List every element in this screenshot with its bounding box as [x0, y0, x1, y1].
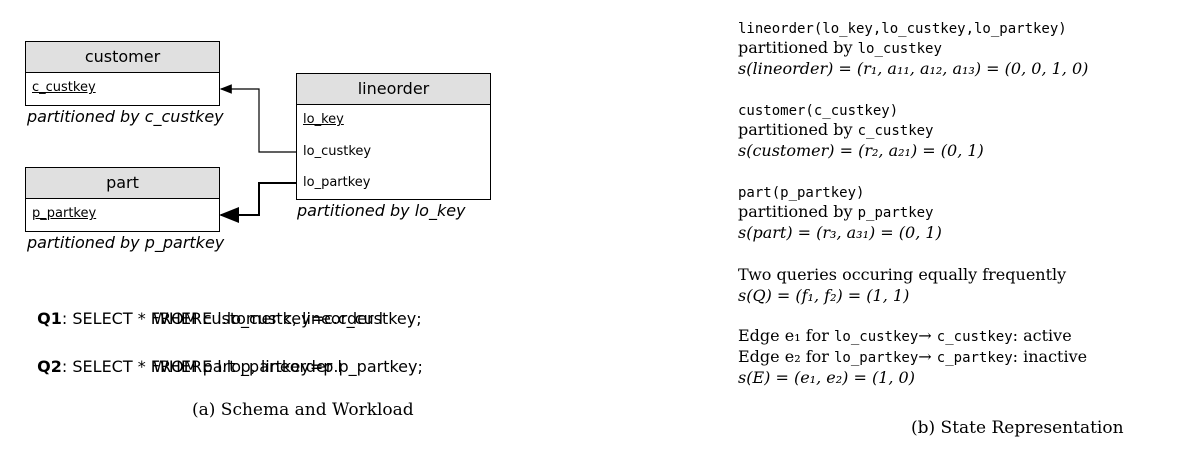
lineorder-table-title: lineorder: [297, 74, 490, 105]
edge-lo-partkey-to-p-partkey: [219, 182, 296, 223]
state-edge-e2: Edge e₂ for lo_partkey→ c_partkey: inact…: [738, 347, 1088, 366]
state-part-decl: part(p_partkey): [738, 185, 865, 201]
state-customer-decl: customer(c_custkey): [738, 103, 899, 119]
state-queries-vector: s(Q) = (f₁, f₂) = (1, 1): [738, 286, 910, 305]
state-queries-text: Two queries occuring equally frequently: [738, 265, 1067, 284]
lineorder-field-lo-key: lo_key: [303, 112, 344, 127]
state-part-partition: partitioned by p_partkey: [738, 202, 934, 221]
state-edges-vector: s(E) = (e₁, e₂) = (1, 0): [738, 368, 915, 387]
query-q1-where: WHERE l.lo_custkey=c.c_custkey;: [153, 309, 422, 328]
query-q2-line1: : SELECT * FROM part p, lineorder l: [61, 357, 342, 376]
part-table-title: part: [26, 168, 219, 199]
query-q2-where: WHERE l.lo_partkey=p.p_partkey;: [153, 357, 423, 376]
part-field-p-partkey: p_partkey: [32, 206, 97, 221]
state-lineorder-vector: s(lineorder) = (r₁, a₁₁, a₁₂, a₁₃) = (0,…: [738, 59, 1089, 78]
customer-table-title: customer: [26, 42, 219, 73]
caption-a: (a) Schema and Workload: [192, 400, 414, 420]
part-table: part p_partkey: [25, 167, 220, 232]
state-part-vector: s(part) = (r₃, a₃₁) = (0, 1): [738, 223, 942, 242]
lineorder-field-lo-custkey: lo_custkey: [303, 144, 372, 159]
customer-field-c-custkey: c_custkey: [32, 80, 96, 95]
state-edge-e1: Edge e₁ for lo_custkey→ c_custkey: activ…: [738, 326, 1072, 345]
caption-b: (b) State Representation: [911, 418, 1124, 438]
query-q2: Q2: SELECT * FROM part p, lineorder l: [27, 337, 342, 377]
lineorder-table: lineorder lo_key lo_custkey lo_partkey: [296, 73, 491, 200]
customer-table: customer c_custkey: [25, 41, 220, 106]
part-partition-note: partitioned by p_partkey: [27, 233, 225, 252]
query-q1: Q1: SELECT * FROM customer c, lineorder …: [27, 289, 383, 329]
state-customer-partition: partitioned by c_custkey: [738, 120, 934, 139]
customer-partition-note: partitioned by c_custkey: [27, 107, 224, 126]
query-q1-label: Q1: [37, 309, 62, 328]
state-lineorder-decl: lineorder(lo_key,lo_custkey,lo_partkey): [738, 21, 1067, 37]
state-customer-vector: s(customer) = (r₂, a₂₁) = (0, 1): [738, 141, 984, 160]
lineorder-field-lo-partkey: lo_partkey: [303, 175, 371, 190]
query-q1-line1: : SELECT * FROM customer c, lineorder l: [61, 309, 384, 328]
state-lineorder-partition: partitioned by lo_custkey: [738, 38, 942, 57]
edge-lo-custkey-to-c-custkey: [219, 84, 296, 153]
query-q2-label: Q2: [37, 357, 62, 376]
lineorder-partition-note: partitioned by lo_key: [297, 201, 466, 220]
